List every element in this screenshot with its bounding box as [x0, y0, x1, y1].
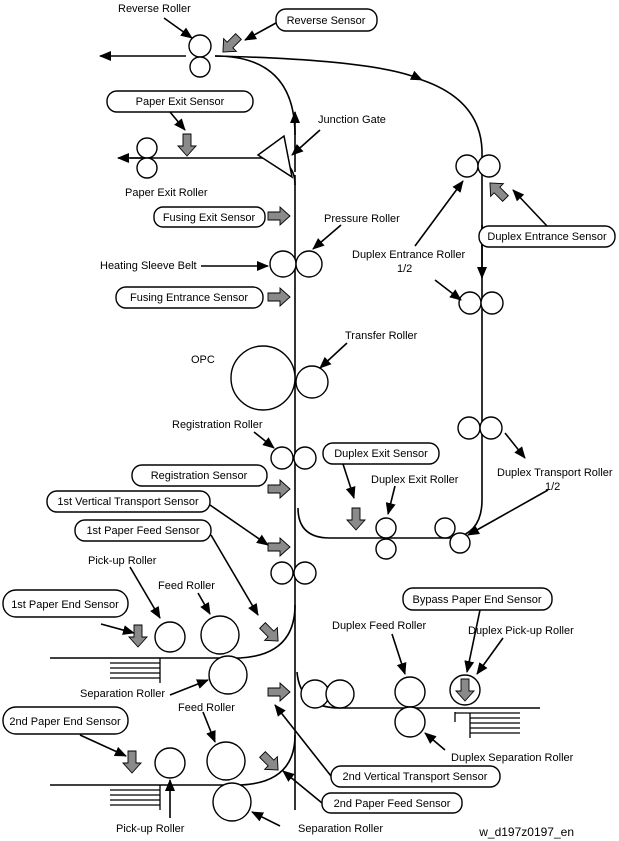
pressure-roller-label: Pressure Roller	[324, 213, 400, 225]
roller-main-path-b	[325, 679, 355, 709]
duplex-transport-roller-label: Duplex Transport Roller	[497, 467, 613, 479]
reverse-roller-bottom	[189, 56, 211, 78]
paper-feed-sensor-2-label: 2nd Paper Feed Sensor	[334, 798, 451, 810]
registration-roller-right	[293, 446, 317, 470]
vertical-transport-roller-1-left	[270, 561, 294, 585]
paper-exit-sensor-icon	[176, 133, 198, 157]
duplex-entrance-roller-number: 1/2	[397, 263, 412, 275]
heating-sleeve-belt-label: Heating Sleeve Belt	[100, 260, 197, 272]
vertical-transport-sensor-1-label: 1st Vertical Transport Sensor	[57, 496, 199, 508]
duplex-entrance-sensor-label: Duplex Entrance Sensor	[487, 231, 607, 243]
feed-roller-1-label: Feed Roller	[158, 580, 215, 592]
roller-main-path-a	[300, 679, 330, 709]
feed-roller-2	[206, 741, 246, 781]
transfer-roller	[295, 365, 329, 399]
separation-roller-1-label: Separation Roller	[80, 688, 165, 700]
registration-roller-left	[270, 446, 294, 470]
fusing-entrance-sensor-icon	[267, 286, 291, 308]
feed-roller-1	[200, 615, 240, 655]
separation-roller-2-label: Separation Roller	[298, 823, 383, 835]
duplex-transport-roller-1-left	[457, 416, 481, 440]
duplex-entrance-roller-2-right	[480, 291, 504, 315]
fusing-entrance-sensor-label: Fusing Entrance Sensor	[130, 292, 248, 304]
duplex-transport-roller-2-top	[434, 517, 456, 539]
pickup-roller-2-label: Pick-up Roller	[116, 823, 185, 835]
paper-tray-2	[110, 785, 161, 810]
reverse-roller-label: Reverse Roller	[118, 3, 191, 15]
pressure-roller	[295, 250, 323, 278]
separation-roller-1	[208, 655, 248, 695]
paper-exit-roller-top	[136, 137, 158, 159]
rollers	[136, 34, 504, 822]
duplex-transport-roller-1-right	[479, 416, 503, 440]
duplex-entrance-roller-1-right	[477, 154, 501, 178]
trays	[110, 658, 520, 810]
paper-feed-sensor-1-icon	[259, 622, 279, 642]
duplex-separation-roller	[394, 706, 426, 738]
transfer-roller-label: Transfer Roller	[345, 330, 418, 342]
heating-sleeve-belt-roller	[269, 250, 297, 278]
paper-end-sensor-2-icon	[121, 750, 143, 774]
component-labels: Reverse Roller Paper Exit Roller Junctio…	[80, 3, 613, 839]
duplex-entrance-roller-2-left	[458, 291, 482, 315]
duplex-exit-roller-label: Duplex Exit Roller	[371, 474, 459, 486]
opc-drum	[230, 345, 296, 411]
registration-sensor-icon	[267, 478, 291, 500]
duplex-entrance-sensor-icon	[489, 182, 509, 202]
opc-label: OPC	[191, 354, 215, 366]
duplex-exit-roller-top	[375, 517, 397, 539]
reverse-to-duplex-path	[214, 55, 423, 81]
feed-roller-2-label: Feed Roller	[178, 702, 235, 714]
vertical-transport-sensor-1-icon	[267, 536, 291, 558]
duplex-separation-roller-label: Duplex Separation Roller	[451, 752, 574, 764]
bypass-paper-end-sensor-icon	[454, 678, 476, 702]
pickup-roller-2	[154, 747, 186, 779]
fusing-exit-sensor-icon	[267, 205, 291, 227]
junction-gate-label: Junction Gate	[318, 114, 386, 126]
paper-exit-sensor-label: Paper Exit Sensor	[136, 96, 225, 108]
vertical-transport-roller-1-right	[293, 561, 317, 585]
paper-end-sensor-1-icon	[127, 624, 149, 648]
sensor-boxes: Reverse Sensor Paper Exit Sensor Fusing …	[2, 8, 616, 814]
bypass-paper-end-sensor-label: Bypass Paper End Sensor	[412, 594, 541, 606]
figure-id: w_d197z0197_en	[478, 825, 574, 839]
duplex-transport-roller-2-bottom	[449, 532, 471, 554]
duplex-entrance-roller-label: Duplex Entrance Roller	[352, 249, 465, 261]
duplex-feed-roller-label: Duplex Feed Roller	[332, 620, 426, 632]
fusing-exit-sensor-label: Fusing Exit Sensor	[163, 212, 256, 224]
duplex-entrance-roller-1-left	[455, 154, 479, 178]
reverse-roller-top	[188, 34, 212, 58]
duplex-pickup-roller-label: Duplex Pick-up Roller	[468, 625, 574, 637]
registration-sensor-label: Registration Sensor	[151, 470, 248, 482]
leader-arrows	[79, 17, 549, 827]
pickup-roller-1	[154, 621, 186, 653]
reverse-sensor-label: Reverse Sensor	[287, 15, 366, 27]
duplex-exit-sensor-label: Duplex Exit Sensor	[334, 448, 428, 460]
paper-exit-roller-label: Paper Exit Roller	[125, 187, 208, 199]
tray2-feed-path	[50, 734, 296, 786]
paper-end-sensor-2-label: 2nd Paper End Sensor	[9, 716, 121, 728]
vertical-transport-sensor-2-icon	[267, 681, 291, 703]
tray1-feed-path	[50, 604, 296, 659]
paper-end-sensor-1-label: 1st Paper End Sensor	[11, 599, 119, 611]
paper-exit-roller-bottom	[136, 157, 158, 179]
bypass-tray	[454, 712, 520, 738]
vertical-transport-sensor-2-label: 2nd Vertical Transport Sensor	[343, 771, 488, 783]
duplex-exit-sensor-icon	[345, 507, 367, 531]
paper-tray-1	[110, 658, 161, 683]
reverse-sensor-icon	[222, 33, 242, 53]
duplex-feed-roller	[394, 676, 426, 708]
pickup-roller-1-label: Pick-up Roller	[88, 555, 157, 567]
duplex-transport-roller-number: 1/2	[545, 481, 560, 493]
registration-roller-label: Registration Roller	[172, 419, 263, 431]
paper-feed-sensor-1-label: 1st Paper Feed Sensor	[86, 525, 199, 537]
junction-gate	[256, 134, 294, 179]
separation-roller-2	[212, 782, 252, 822]
duplex-exit-roller-bottom	[375, 538, 397, 560]
sensors	[121, 33, 509, 774]
paper-feed-sensor-2-icon	[259, 751, 279, 771]
duplex-right-path	[421, 79, 483, 300]
